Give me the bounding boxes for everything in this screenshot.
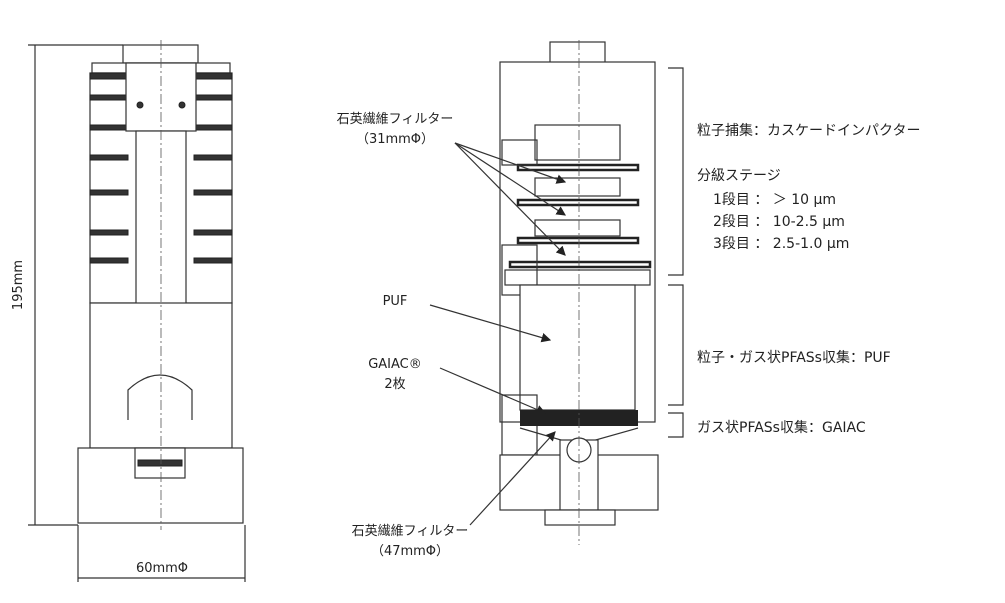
callout-filter-31: 石英繊維フィルター （31mmΦ） bbox=[337, 111, 567, 256]
height-dimension-label: 195mm bbox=[11, 260, 26, 310]
diameter-dimension: 60mmΦ bbox=[77, 525, 246, 582]
svg-text:（31mmΦ）: （31mmΦ） bbox=[356, 132, 434, 147]
svg-text:PUF: PUF bbox=[383, 294, 408, 309]
impactor-section-label: 粒子捕集：カスケードインパクター 分級ステージ 1段目 ： ＞ 10 μm 2段… bbox=[697, 122, 920, 252]
right-device-drawing bbox=[499, 40, 659, 545]
stage-1: 1段目 ： ＞ 10 μm bbox=[713, 192, 836, 208]
svg-text:2枚: 2枚 bbox=[384, 377, 405, 392]
stage-3: 3段目 ： 2.5-1.0 μm bbox=[713, 236, 849, 252]
puf-section-label: 粒子・ガス状PFASs収集：PUF bbox=[697, 349, 891, 366]
gaiac-section-label: ガス状PFASs収集：GAIAC bbox=[697, 419, 866, 436]
callout-filter-47: 石英繊維フィルター （47mmΦ） bbox=[352, 431, 556, 559]
svg-text:石英繊維フィルター: 石英繊維フィルター bbox=[337, 111, 454, 127]
callout-gaiac: GAIAC® 2枚 bbox=[368, 357, 547, 415]
svg-text:粒子捕集：カスケードインパクター: 粒子捕集：カスケードインパクター bbox=[697, 122, 920, 139]
bracket-gaiac bbox=[668, 412, 684, 438]
left-rings bbox=[89, 72, 233, 264]
bracket-impactor bbox=[668, 67, 684, 276]
callout-puf: PUF bbox=[383, 294, 552, 343]
bracket-puf bbox=[668, 284, 684, 406]
svg-text:（47mmΦ）: （47mmΦ） bbox=[371, 544, 449, 559]
diameter-dimension-label: 60mmΦ bbox=[136, 561, 188, 576]
svg-text:GAIAC®: GAIAC® bbox=[368, 357, 422, 372]
svg-text:分級ステージ: 分級ステージ bbox=[697, 168, 781, 184]
left-device-drawing bbox=[77, 40, 244, 530]
stage-2: 2段目 ： 10-2.5 μm bbox=[713, 214, 845, 230]
height-dimension: 195mm bbox=[11, 44, 123, 526]
svg-text:石英繊維フィルター: 石英繊維フィルター bbox=[352, 523, 469, 539]
